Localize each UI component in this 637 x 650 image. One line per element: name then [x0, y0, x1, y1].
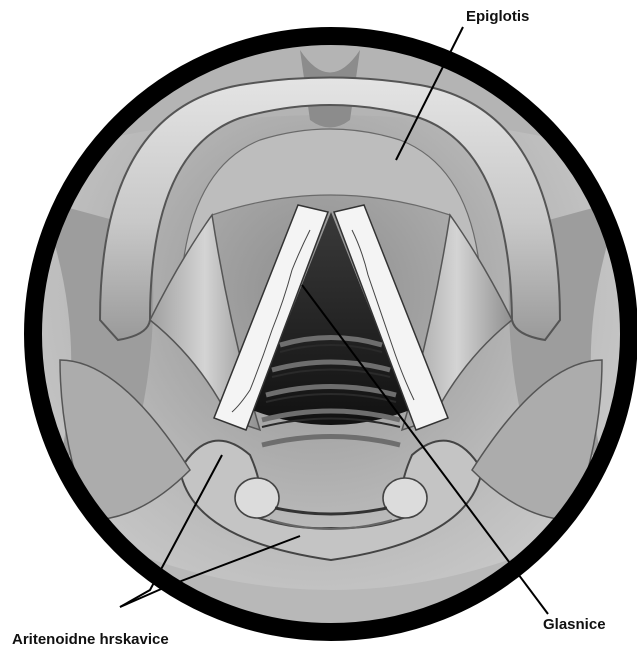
epiglottis-label: Epiglotis [466, 9, 529, 24]
arytenoid-cartilages-label: Aritenoidne hrskavice [12, 632, 169, 647]
vocal-cords-label: Glasnice [543, 617, 606, 632]
